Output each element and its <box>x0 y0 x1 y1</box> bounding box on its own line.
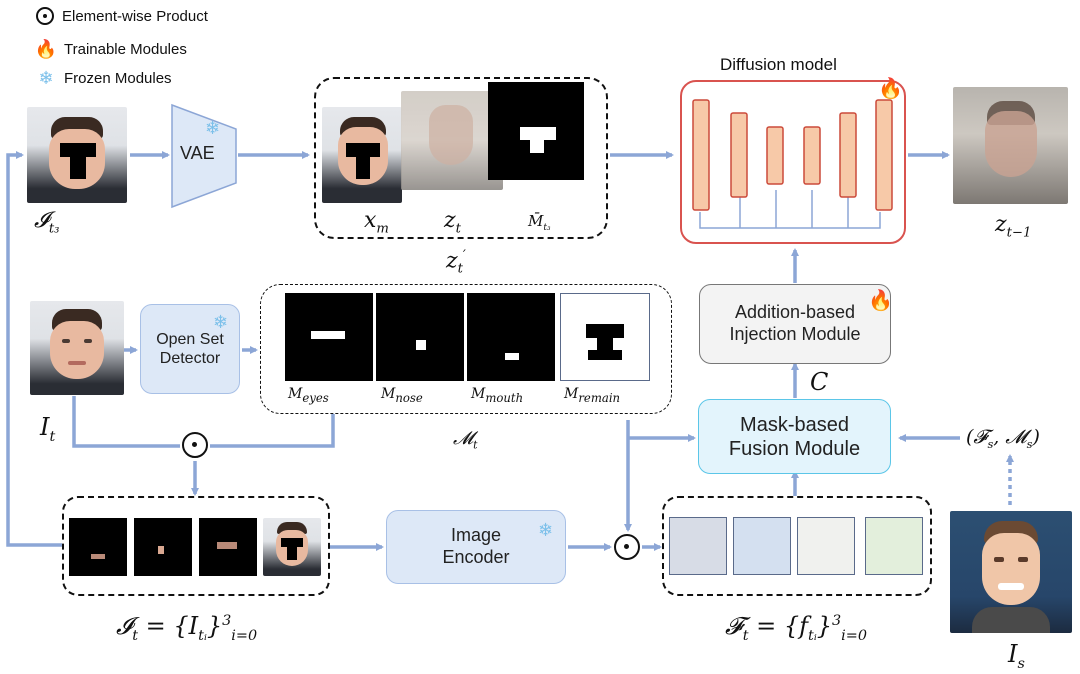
feature-map-4 <box>865 517 923 575</box>
label-I-t: It <box>40 413 56 445</box>
snowflake-icon: ❄ <box>38 67 54 88</box>
label-I-t3: 𝓘t₃ <box>34 208 60 237</box>
label-M-eyes: Meyes <box>288 386 329 405</box>
element-wise-product-icon <box>36 7 54 25</box>
addition-based-injection-module: Addition-based Injection Module <box>699 284 891 364</box>
image-encoder-label: Image Encoder <box>442 525 510 567</box>
injection-module-label: Addition-based Injection Module <box>729 302 861 344</box>
diffusion-trainable-icon: 🔥 <box>878 78 903 100</box>
label-M-nose: Mnose <box>381 386 423 405</box>
open-set-detector-label: Open Set Detector <box>156 330 224 367</box>
unet-bar-6 <box>875 99 893 211</box>
label-C: C <box>810 368 829 396</box>
label-x-m: xm <box>364 208 389 237</box>
fusion-module-label: Mask-based Fusion Module <box>728 413 861 460</box>
label-I-t-set: 𝓘t = {Itᵢ}3i=0 <box>116 612 258 644</box>
label-z-t-prime: zt′ <box>446 248 466 277</box>
legend-label-trainable: Trainable Modules <box>64 40 187 58</box>
image-set-eyes <box>69 518 127 576</box>
image-set-nose <box>134 518 192 576</box>
label-F-t-set: 𝓕t = {ftᵢ}3i=0 <box>725 612 867 644</box>
unet-bar-1 <box>692 99 710 211</box>
image-set-mouth <box>199 518 257 576</box>
unet-bar-2 <box>730 112 748 198</box>
mask-eyes-image <box>285 293 373 381</box>
element-wise-product-icon <box>614 534 640 560</box>
label-Fs-Ms: (𝓕s, 𝓜s) <box>966 426 1040 451</box>
source-face-image-Is <box>950 511 1072 633</box>
arrow-imageset-loop <box>6 151 62 547</box>
unet-skip-lines <box>699 190 881 229</box>
label-I-s: Is <box>1008 640 1025 672</box>
legend-label-frozen: Frozen Modules <box>64 69 172 87</box>
label-z-t: zt <box>444 208 461 237</box>
open-set-detector-module: Open Set Detector <box>140 304 240 394</box>
unet-bar-4 <box>803 126 821 185</box>
mask-remain-image <box>560 293 650 381</box>
output-image-z-t-1 <box>953 87 1068 204</box>
mask-mouth-image <box>467 293 555 381</box>
feature-map-1 <box>669 517 727 575</box>
label-M-t3: M̄t₃ <box>528 212 551 233</box>
binary-mask-image-Mt3 <box>488 82 584 180</box>
target-face-image-It <box>30 301 124 395</box>
mask-nose-image <box>376 293 464 381</box>
vae-frozen-icon: ❄ <box>205 118 221 138</box>
legend-row-product: Element-wise Product <box>36 7 208 25</box>
feature-set-group <box>662 496 932 596</box>
feature-map-2 <box>733 517 791 575</box>
fire-icon: 🔥 <box>34 38 58 59</box>
label-z-t-minus-1: zt−1 <box>995 212 1032 241</box>
line-masks-to-product <box>210 414 335 448</box>
label-M-mouth: Mmouth <box>471 386 524 405</box>
encoder-frozen-icon: ❄ <box>538 520 554 540</box>
legend-row-trainable: 🔥 Trainable Modules <box>34 38 187 59</box>
mask-based-fusion-module: Mask-based Fusion Module <box>698 399 891 474</box>
label-M-t: 𝓜t <box>453 428 478 452</box>
mask-group <box>260 284 672 414</box>
image-set-group <box>62 496 330 596</box>
legend-row-frozen: ❄ Frozen Modules <box>36 67 172 88</box>
masked-face-image-t3 <box>27 107 127 203</box>
image-encoder-module: Image Encoder <box>386 510 566 584</box>
latent-group <box>314 77 608 239</box>
detector-frozen-icon: ❄ <box>213 312 229 332</box>
unet-bar-3 <box>766 126 784 185</box>
element-wise-product-icon <box>182 432 208 458</box>
unet-bar-5 <box>839 112 857 198</box>
vae-label: VAE <box>180 143 215 163</box>
injection-trainable-icon: 🔥 <box>868 290 893 312</box>
diffusion-model-title: Diffusion model <box>720 55 837 74</box>
diffusion-model-box <box>680 80 906 244</box>
vae-module <box>171 103 237 209</box>
legend-label-product: Element-wise Product <box>62 7 208 25</box>
noisy-latent-image-zt <box>401 91 503 190</box>
unet-bars <box>692 99 893 211</box>
image-set-remain <box>263 518 321 576</box>
line-face-to-product <box>72 396 180 448</box>
label-M-remain: Mremain <box>564 386 621 405</box>
masked-face-image-xm <box>322 107 402 203</box>
feature-map-3 <box>797 517 855 575</box>
